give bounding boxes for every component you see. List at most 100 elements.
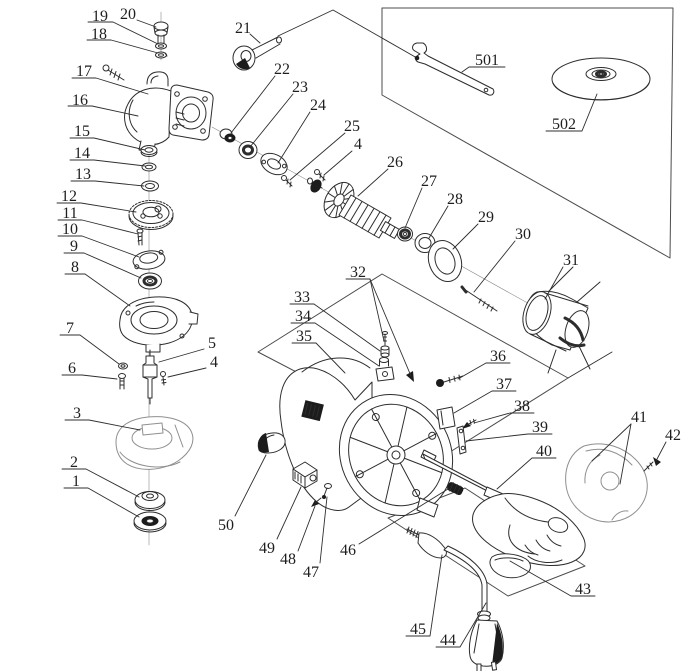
part-label-17: 17 xyxy=(76,63,92,80)
leader-line-40 xyxy=(496,457,557,490)
part-label-46: 46 xyxy=(340,542,356,559)
leader-line-12 xyxy=(56,202,137,213)
leader-line-501 xyxy=(461,66,506,73)
part-21-lock-pin-icon xyxy=(232,36,282,71)
part-callout-22-6: 22 xyxy=(230,61,290,134)
leader-line-43 xyxy=(509,560,596,597)
leader-line-4 xyxy=(323,150,353,176)
part-callout-2-22: 2 xyxy=(61,454,140,498)
part-callout-25-9: 25 xyxy=(289,118,360,181)
part-label-48: 48 xyxy=(280,551,296,568)
part-11-screw-icon xyxy=(136,228,144,246)
leader-line-44 xyxy=(435,602,487,648)
part-12-gear-icon xyxy=(128,200,174,230)
part-callout-502-52: 502 xyxy=(545,93,598,133)
part-22-bushing-icon xyxy=(219,128,236,143)
part-callout-41-41: 41 xyxy=(591,409,647,485)
part-35-motor-housing xyxy=(279,357,454,518)
part-31-stator xyxy=(522,266,601,374)
leader-line-26 xyxy=(357,168,389,197)
part-callout-19-0: 19 xyxy=(87,8,159,45)
part-24-bearing-plate-icon xyxy=(260,152,288,176)
leader-line-41 xyxy=(619,423,632,485)
leader-line-1 xyxy=(63,487,140,518)
part-label-1: 1 xyxy=(72,473,80,490)
part-7-washer-icon xyxy=(118,362,128,370)
part-label-5: 5 xyxy=(208,335,216,352)
part-label-15: 15 xyxy=(74,123,90,140)
part-44-plug xyxy=(468,610,504,671)
part-label-9: 9 xyxy=(70,238,78,255)
part-label-14: 14 xyxy=(74,145,90,162)
part-callout-48-45: 48 xyxy=(280,505,316,568)
part-label-47: 47 xyxy=(303,564,319,581)
part-callout-34-34: 34 xyxy=(290,308,380,367)
part-label-6: 6 xyxy=(68,360,76,377)
part-25-screw-icon xyxy=(281,175,293,188)
leader-line-15 xyxy=(69,137,146,151)
part-label-37: 37 xyxy=(496,376,512,393)
part-label-27: 27 xyxy=(421,173,437,190)
leader-line-29 xyxy=(452,223,479,250)
part-label-10: 10 xyxy=(62,221,78,238)
part-callout-36-36: 36 xyxy=(457,348,511,380)
leader-line-45 xyxy=(405,554,443,637)
part-42-screw-icon xyxy=(643,457,661,472)
part-callout-5-24: 5 xyxy=(158,335,216,363)
part-callout-49-44: 49 xyxy=(259,486,302,557)
leader-line-13 xyxy=(70,180,145,187)
part-502-disc-icon xyxy=(551,57,651,101)
part-27-bearing-icon xyxy=(397,226,413,242)
part-label-40: 40 xyxy=(536,443,552,460)
part-callout-37-37: 37 xyxy=(453,376,517,414)
part-callout-7-19: 7 xyxy=(59,320,120,365)
leader-line-23 xyxy=(249,93,294,148)
part-callout-44-50: 44 xyxy=(435,602,487,649)
part-43-rear-housing xyxy=(472,493,586,566)
part-label-34: 34 xyxy=(295,308,311,325)
part-callout-12-14: 12 xyxy=(56,188,137,213)
part-38-screw-icon xyxy=(462,418,477,429)
part-label-26: 26 xyxy=(387,154,403,171)
accessory-box xyxy=(381,7,674,259)
part-callout-8-18: 8 xyxy=(64,259,131,307)
part-label-502: 502 xyxy=(552,116,576,133)
part-label-501: 501 xyxy=(475,52,499,69)
part-label-30: 30 xyxy=(515,226,531,243)
part-callout-3-21: 3 xyxy=(64,405,141,431)
part-callout-17-4: 17 xyxy=(71,63,149,95)
leader-line-25 xyxy=(289,132,346,181)
part-callout-43-48: 43 xyxy=(509,560,596,598)
part-46-grommet-icon xyxy=(447,482,464,496)
part-label-45: 45 xyxy=(410,621,426,638)
part-label-31: 31 xyxy=(563,252,579,269)
part-callout-33-33: 33 xyxy=(289,289,381,352)
part-2-inner-flange-icon xyxy=(134,491,166,511)
part-43-paddle xyxy=(489,553,531,579)
pointer-21-to-wrench xyxy=(277,9,418,59)
part-1-flange-nut-icon xyxy=(133,511,167,533)
part-label-36: 36 xyxy=(490,348,506,365)
part-3-wheel-guard xyxy=(115,416,194,470)
part-callout-15-11: 15 xyxy=(69,123,146,151)
part-label-28: 28 xyxy=(447,191,463,208)
part-callout-501-51: 501 xyxy=(461,52,506,73)
pointer-lines xyxy=(277,9,613,382)
parts-artwork xyxy=(102,21,661,671)
leader-line-5 xyxy=(158,348,205,363)
part-callout-28-28: 28 xyxy=(428,191,463,239)
leader-line-33 xyxy=(289,303,381,352)
part-16-gear-housing xyxy=(124,71,214,153)
part-label-25: 25 xyxy=(344,118,360,135)
leader-line-2 xyxy=(61,468,140,498)
part-callout-14-12: 14 xyxy=(69,145,146,167)
part-40-pushrod xyxy=(420,449,504,503)
leader-line-10 xyxy=(57,235,140,258)
part-callout-4-25: 4 xyxy=(167,354,218,378)
part-label-22: 22 xyxy=(274,61,290,78)
part-callout-16-5: 16 xyxy=(67,92,139,117)
leader-line-38 xyxy=(473,412,535,424)
part-label-32: 32 xyxy=(350,264,366,281)
part-callout-32-32: 32 xyxy=(345,264,412,377)
